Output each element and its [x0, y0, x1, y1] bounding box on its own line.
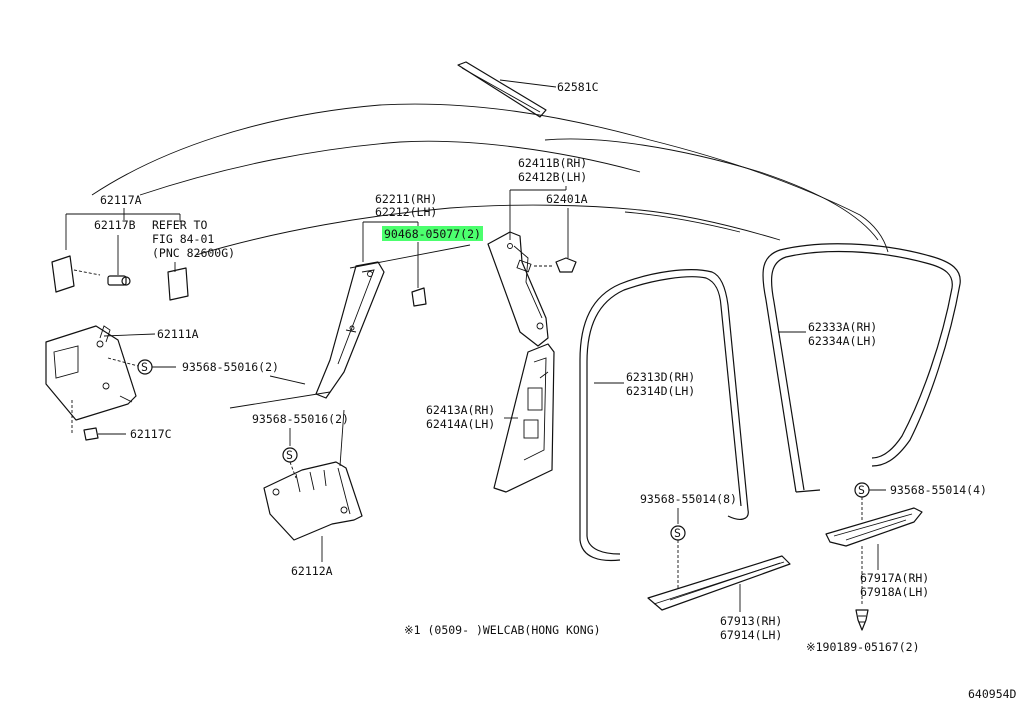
label-67913[interactable]: 67913(RH)	[720, 614, 782, 628]
label-62411B[interactable]: 62411B(RH)	[518, 156, 587, 170]
clip-part-90189[interactable]	[855, 609, 869, 631]
label-62111A[interactable]: 62111A	[157, 327, 199, 341]
label-93568-55016-a[interactable]: 93568-55016(2)	[182, 360, 279, 374]
clip-part-62117C[interactable]	[83, 427, 99, 441]
a-pillar-garnish-62211[interactable]	[315, 261, 385, 399]
leader-55016-arrow	[269, 375, 306, 385]
leader-62111A	[103, 333, 156, 337]
leader-62117A	[65, 208, 181, 250]
screw-symbol-55016-a: S	[107, 357, 176, 375]
label-67914[interactable]: 67914(LH)	[720, 628, 782, 642]
roof-drip-strip-62581C[interactable]	[457, 61, 557, 118]
label-90189-05167[interactable]: ※190189-05167(2)	[806, 640, 920, 654]
label-62211[interactable]: 62211(RH)	[375, 192, 437, 206]
label-62112A[interactable]: 62112A	[291, 564, 333, 578]
label-62334A[interactable]: 62334A(LH)	[808, 334, 877, 348]
label-90468-05077[interactable]: 90468-05077(2)	[384, 227, 481, 241]
door-opening-trim-62313D[interactable]	[579, 269, 749, 562]
label-93568-55014-a[interactable]: 93568-55014(8)	[640, 492, 737, 506]
label-62414A[interactable]: 62414A(LH)	[426, 417, 495, 431]
screw-symbol-55014-a: S	[670, 525, 686, 590]
label-62581C[interactable]: 62581C	[557, 80, 599, 94]
highlight-90468	[382, 226, 483, 241]
scuff-plate-67917A[interactable]	[825, 507, 923, 547]
clip-part-62401A[interactable]	[555, 257, 577, 273]
label-62401A[interactable]: 62401A	[546, 192, 588, 206]
figure-id: 640954D	[968, 687, 1017, 701]
clip-part-62117B[interactable]	[107, 275, 131, 286]
label-62117B[interactable]: 62117B	[94, 218, 136, 232]
label-62313D[interactable]: 62313D(RH)	[626, 370, 695, 384]
footnote-welcab: ※1 (0509- )WELCAB(HONG KONG)	[404, 623, 601, 637]
label-62314D[interactable]: 62314D(LH)	[626, 384, 695, 398]
b-pillar-lower-62413A[interactable]	[493, 343, 555, 493]
label-62212[interactable]: 62212(LH)	[375, 205, 437, 219]
svg-text:S: S	[858, 483, 865, 497]
screw-symbol-55016-b: S	[282, 447, 298, 479]
refer-part-82600G	[167, 267, 189, 301]
refer-text-line3: (PNC 82600G)	[152, 246, 235, 260]
roof-outline	[91, 103, 889, 409]
label-93568-55014-b[interactable]: 93568-55014(4)	[890, 483, 987, 497]
label-62413A[interactable]: 62413A(RH)	[426, 403, 495, 417]
label-93568-55016-b[interactable]: 93568-55016(2)	[252, 412, 349, 426]
kick-panel-62111A[interactable]	[45, 325, 137, 421]
label-67917A[interactable]: 67917A(RH)	[860, 571, 929, 585]
refer-text-line1: REFER TO	[152, 218, 207, 232]
label-67918A[interactable]: 67918A(LH)	[860, 585, 929, 599]
door-opening-trim-62333A[interactable]	[762, 243, 961, 493]
svg-text:S: S	[286, 448, 293, 462]
label-62412B[interactable]: 62412B(LH)	[518, 170, 587, 184]
refer-text-line2: FIG 84-01	[152, 232, 214, 246]
screw-symbol-55014-b: S	[854, 482, 886, 522]
b-pillar-upper-62411B[interactable]	[487, 231, 549, 347]
clip-part-90468[interactable]	[411, 287, 427, 307]
label-62117A[interactable]: 62117A	[100, 193, 142, 207]
lower-panel-62112A[interactable]	[263, 409, 363, 541]
scuff-plate-67913[interactable]	[647, 555, 791, 611]
label-62333A[interactable]: 62333A(RH)	[808, 320, 877, 334]
cap-part-62117A[interactable]	[51, 255, 101, 293]
svg-text:S: S	[141, 360, 148, 374]
label-62117C[interactable]: 62117C	[130, 427, 172, 441]
svg-text:S: S	[674, 526, 681, 540]
